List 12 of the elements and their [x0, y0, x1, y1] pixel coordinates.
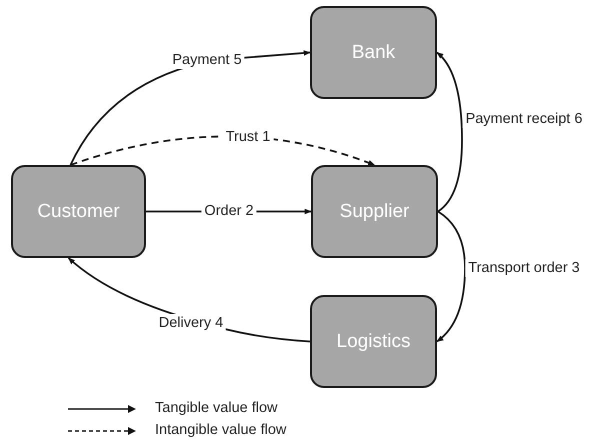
- process-box: [311, 165, 438, 258]
- node-label: Bank: [352, 42, 396, 64]
- legend-label: Intangible value flow: [155, 422, 286, 438]
- process-box: [11, 165, 146, 258]
- node-label: Supplier: [340, 200, 410, 222]
- arrow: [436, 52, 463, 212]
- node-label: Logistics: [336, 330, 410, 352]
- process-box: [310, 295, 437, 388]
- process-box: [310, 6, 437, 99]
- node-label: Customer: [37, 200, 120, 222]
- legend-label: Tangible value flow: [155, 400, 278, 416]
- arrow: [436, 210, 466, 342]
